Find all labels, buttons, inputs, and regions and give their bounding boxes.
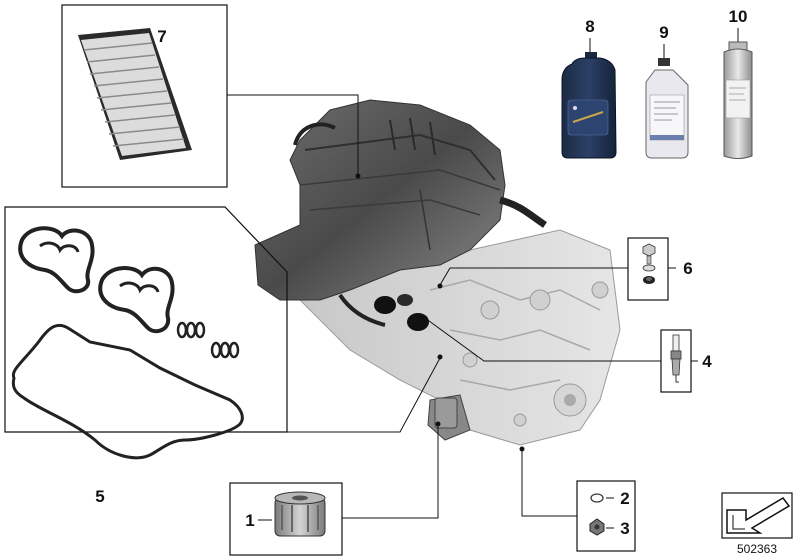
document-number: 502363 bbox=[737, 542, 777, 556]
gasket-set-box bbox=[4, 206, 288, 433]
view-arrow-box bbox=[721, 492, 793, 539]
callout-6: 6 bbox=[683, 259, 692, 278]
oil-filter-icon bbox=[274, 491, 326, 537]
oil-filter-box bbox=[229, 482, 343, 556]
spark-plug-icon bbox=[670, 334, 682, 383]
leader-dot-7 bbox=[355, 173, 361, 179]
seal-ring-icon bbox=[590, 493, 604, 503]
bolt-and-washer-icon bbox=[642, 243, 656, 284]
callout-1: 1 bbox=[245, 511, 254, 530]
leader-dot-2-3 bbox=[519, 446, 525, 452]
bolt-set-box bbox=[627, 237, 669, 301]
callout-2: 2 bbox=[620, 489, 629, 508]
engine-oil-bottle-icon bbox=[561, 52, 617, 159]
callout-9: 9 bbox=[659, 23, 668, 42]
spray-can-icon bbox=[723, 41, 753, 159]
gasket-set-icon bbox=[11, 226, 244, 460]
callout-8: 8 bbox=[585, 17, 594, 36]
leader-line-4 bbox=[424, 317, 661, 362]
leader-dot-6 bbox=[437, 283, 443, 289]
leader-line-1 bbox=[342, 425, 439, 519]
leader-dot-1 bbox=[435, 421, 441, 427]
leader-line-6 bbox=[439, 267, 628, 286]
leader-dot-5 bbox=[437, 354, 443, 360]
callout-3: 3 bbox=[620, 519, 629, 538]
drain-plug-icon bbox=[589, 518, 605, 536]
leader-line-5 bbox=[287, 357, 441, 433]
air-filter-box bbox=[61, 4, 228, 188]
callout-4: 4 bbox=[702, 352, 712, 371]
callout-5: 5 bbox=[95, 487, 104, 506]
leader-line-2-3 bbox=[521, 450, 577, 517]
callout-10: 10 bbox=[729, 7, 748, 26]
leader-dot-4 bbox=[422, 315, 428, 321]
view-direction-arrow-icon bbox=[726, 497, 791, 534]
callout-7: 7 bbox=[157, 27, 166, 46]
leader-line-7 bbox=[227, 94, 359, 175]
air-filter-element-icon bbox=[78, 28, 192, 160]
coolant-bottle-icon bbox=[645, 58, 689, 159]
